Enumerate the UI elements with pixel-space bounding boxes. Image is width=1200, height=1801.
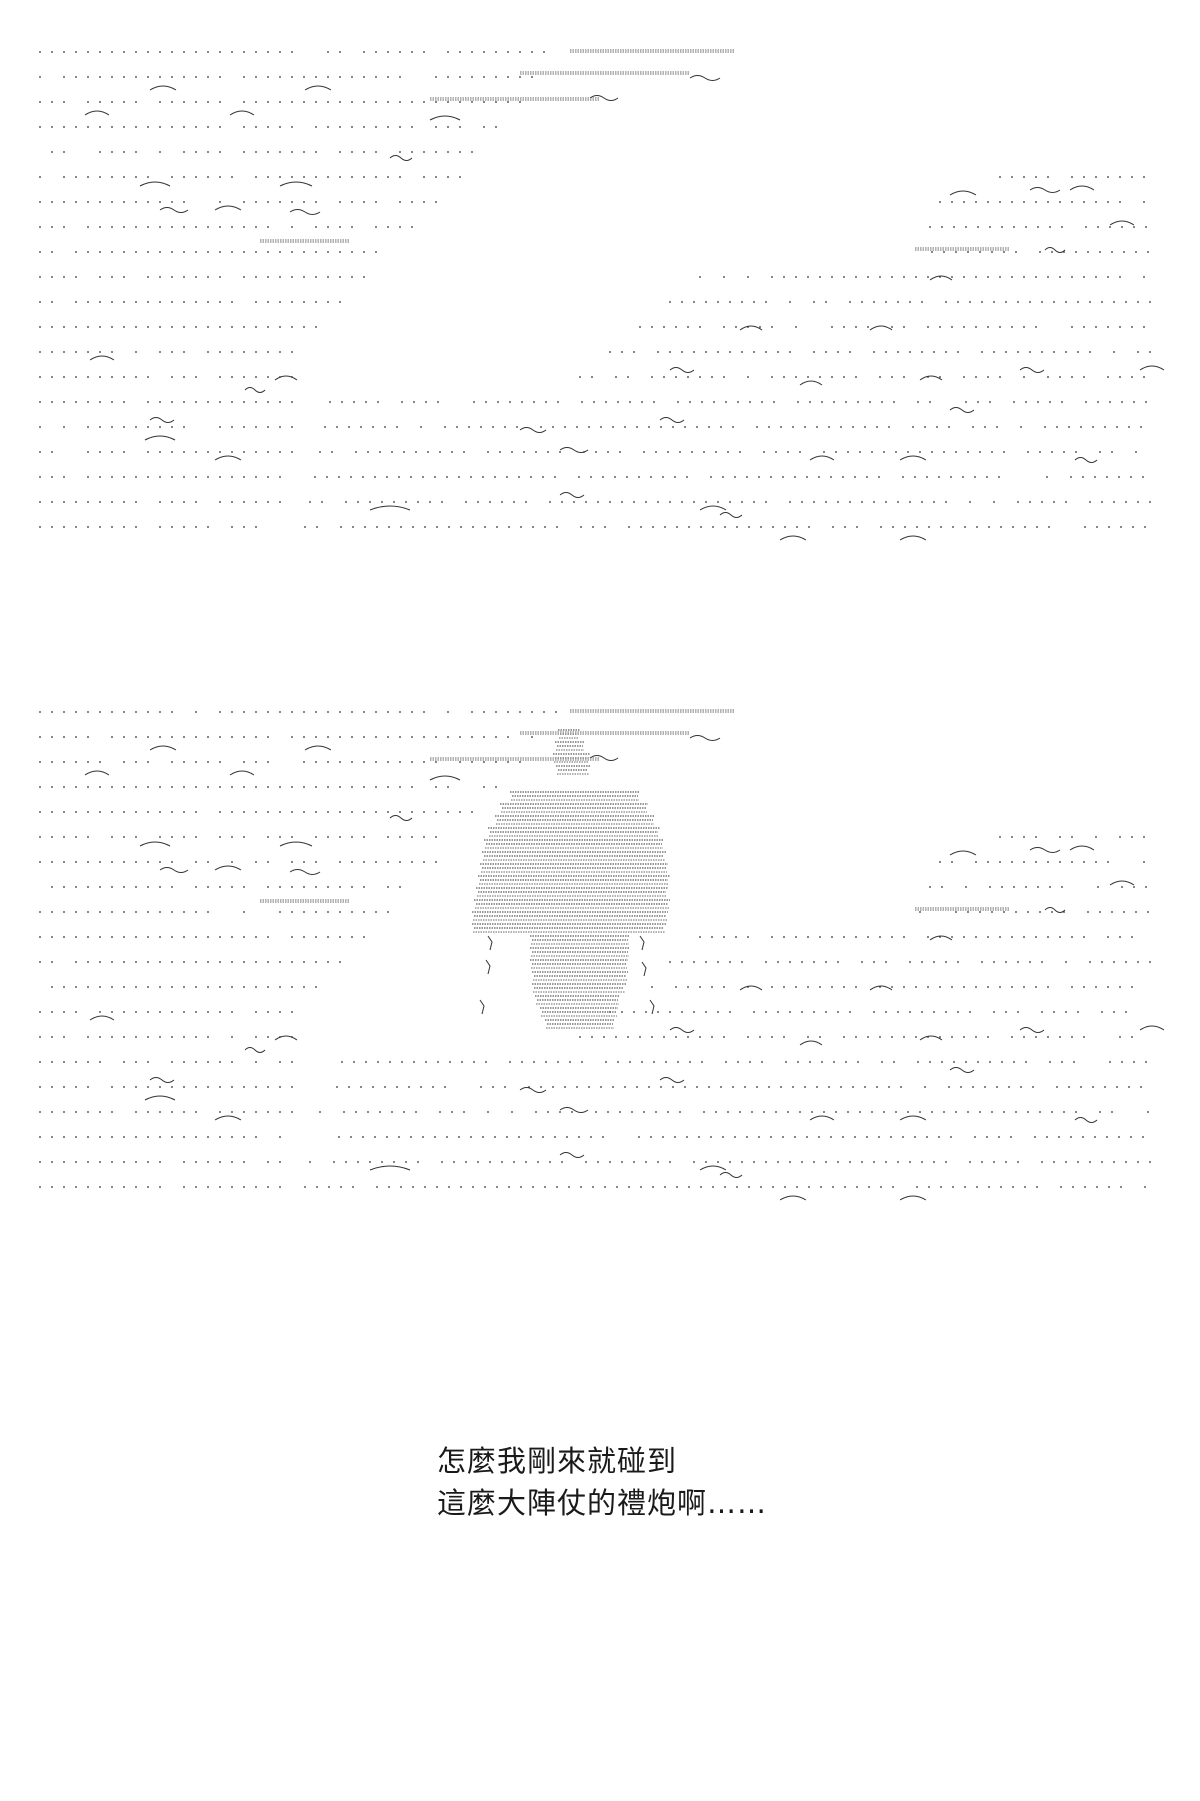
ascii-art-panel-top [0,40,1200,560]
figure-silhouette [472,729,670,1029]
cloud-scene-with-figure-art [39,709,1165,1201]
dotted-cloud-texture [39,711,1151,1188]
figure-outline-marks [479,935,655,1015]
cloud-puff-outlines [84,735,1165,1201]
sky-streaks [260,49,1010,251]
caption-line-2: 這麼大陣仗的禮炮啊…… [437,1486,768,1520]
caption-line-1: 怎麼我剛來就碰到 [437,1444,678,1478]
sky-streaks [260,709,1010,911]
cloud-scene-art [39,49,1165,541]
ascii-art-panel-bottom [0,700,1200,1220]
dotted-cloud-texture [39,51,1151,528]
dialogue-caption: 怎麼我剛來就碰到 這麼大陣仗的禮炮啊…… [437,1440,957,1524]
cloud-puff-outlines [84,75,1165,541]
